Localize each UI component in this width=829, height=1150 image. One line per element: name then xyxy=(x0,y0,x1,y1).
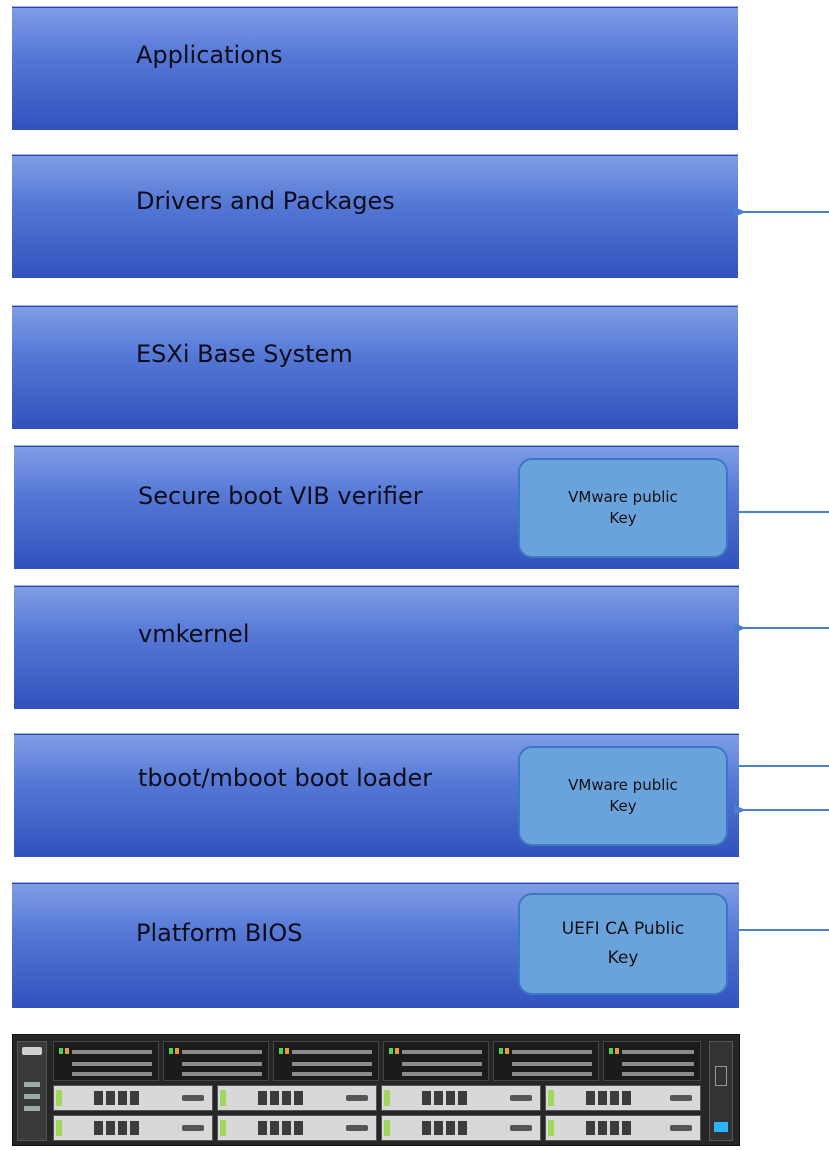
key-line: UEFI CA Public xyxy=(561,919,685,940)
layer-applications: Applications xyxy=(12,6,738,130)
layer-label: Applications xyxy=(136,41,283,69)
server-bay xyxy=(383,1041,489,1081)
server-bay xyxy=(493,1041,599,1081)
key-line: Key xyxy=(609,797,637,815)
layer-label: Secure boot VIB verifier xyxy=(138,482,423,510)
key-line: Key xyxy=(609,509,637,527)
server-bay xyxy=(273,1041,379,1081)
drive-slot xyxy=(545,1085,701,1111)
layer-platform-bios: Platform BIOS UEFI CA Public Key xyxy=(12,882,739,1008)
server-side-panel xyxy=(709,1041,733,1141)
drive-slot xyxy=(53,1115,213,1141)
server-bay xyxy=(163,1041,269,1081)
vmware-public-key-box: VMware public Key xyxy=(518,458,728,558)
key-line: VMware public xyxy=(568,776,678,794)
layer-label: vmkernel xyxy=(138,620,250,648)
layer-label: Platform BIOS xyxy=(136,919,303,947)
layer-label: tboot/mboot boot loader xyxy=(138,764,433,792)
server-control-panel xyxy=(17,1041,47,1141)
drive-slot xyxy=(381,1085,541,1111)
layer-esxi-base-system: ESXi Base System xyxy=(12,305,738,429)
server-bay xyxy=(53,1041,159,1081)
layer-label: Drivers and Packages xyxy=(136,187,395,215)
layer-vmkernel: vmkernel xyxy=(14,585,739,709)
layer-label: ESXi Base System xyxy=(136,340,353,368)
drive-slot xyxy=(217,1115,377,1141)
drive-slot xyxy=(217,1085,377,1111)
server-bay xyxy=(603,1041,701,1081)
layer-secure-boot-vib-verifier: Secure boot VIB verifier VMware public K… xyxy=(14,445,739,569)
uefi-ca-public-key-box: UEFI CA Public Key xyxy=(518,893,728,995)
drive-slot xyxy=(381,1115,541,1141)
layer-boot-loader: tboot/mboot boot loader VMware public Ke… xyxy=(14,733,739,857)
rack-server-icon xyxy=(12,1034,740,1146)
key-line: VMware public xyxy=(568,488,678,506)
vmware-public-key-box: VMware public Key xyxy=(518,746,728,846)
drive-slot xyxy=(53,1085,213,1111)
drive-slot xyxy=(545,1115,701,1141)
layer-drivers-packages: Drivers and Packages xyxy=(12,154,738,278)
key-line: Key xyxy=(607,948,639,968)
